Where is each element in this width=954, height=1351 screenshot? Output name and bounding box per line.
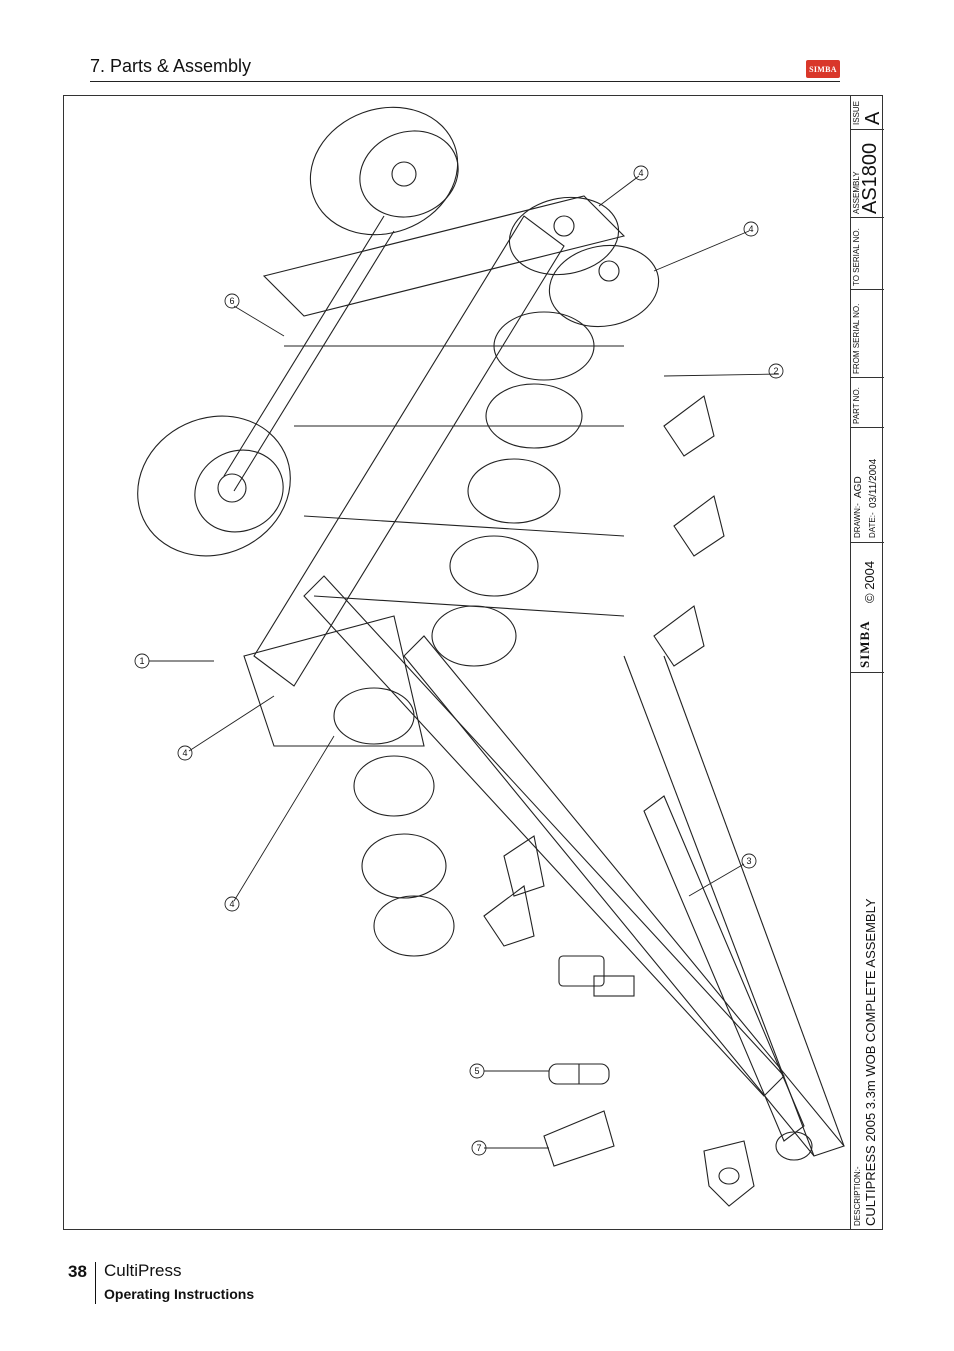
- title-block: ISSUE A ASSEMBLY AS1800 TO SERIAL NO. FR…: [850, 95, 884, 1230]
- from-serial-label: FROM SERIAL NO.: [852, 303, 861, 374]
- page-number: 38: [68, 1262, 87, 1281]
- part-no-label: PART NO.: [852, 387, 861, 424]
- callout-3: 3: [746, 856, 751, 866]
- footer-rule: [95, 1262, 96, 1304]
- callout-7: 7: [476, 1143, 481, 1153]
- part-no-cell: PART NO.: [851, 378, 884, 428]
- callout-6: 6: [229, 296, 234, 306]
- header-rule: [90, 81, 840, 82]
- issue-value: A: [862, 111, 884, 125]
- description-label: DESCRIPTION:-: [853, 1166, 862, 1226]
- simba-brand: SIMBA: [857, 620, 872, 668]
- callout-1: 1: [139, 656, 144, 666]
- assembly-description: CULTIPRESS 2005 3.3m WOB COMPLETE ASSEMB…: [863, 898, 878, 1226]
- simba-logo: SIMBA: [806, 60, 840, 78]
- drawing-date: 03/11/2004: [868, 458, 879, 508]
- callout-4a: 4: [638, 168, 643, 178]
- assembly-line-drawing: 1 2 3 4 4 4 4 5 6 7: [134, 106, 845, 1207]
- assembly-cell: ASSEMBLY AS1800: [851, 130, 884, 218]
- brand-cell: © 2004 SIMBA: [851, 543, 884, 673]
- drawn-cell: DRAWN:- AGD DATE:- 03/11/2004: [851, 428, 884, 543]
- callout-4c: 4: [182, 748, 187, 758]
- callout-4b: 4: [748, 224, 753, 234]
- callout-4d: 4: [229, 899, 234, 909]
- drawn-label: DRAWN:-: [853, 503, 862, 538]
- manual-subtitle: Operating Instructions: [104, 1286, 255, 1302]
- product-name: CultiPress: [104, 1261, 182, 1280]
- to-serial-cell: TO SERIAL NO.: [851, 218, 884, 290]
- from-serial-cell: FROM SERIAL NO.: [851, 290, 884, 378]
- issue-label: ISSUE: [852, 100, 861, 125]
- assembly-number: AS1800: [859, 142, 881, 214]
- to-serial-label: TO SERIAL NO.: [852, 228, 861, 286]
- description-cell: DESCRIPTION:- CULTIPRESS 2005 3.3m WOB C…: [851, 673, 884, 1230]
- section-title: 7. Parts & Assembly: [90, 56, 252, 76]
- issue-cell: ISSUE A: [851, 95, 884, 130]
- copyright: © 2004: [862, 560, 877, 603]
- date-label: DATE:-: [868, 512, 877, 538]
- callout-5: 5: [474, 1066, 479, 1076]
- logo-text: SIMBA: [809, 64, 837, 74]
- assembly-drawing: 1 2 3 4 4 4 4 5 6 7: [63, 95, 883, 1230]
- drawn-by: AGD: [853, 476, 864, 498]
- callout-2: 2: [773, 366, 778, 376]
